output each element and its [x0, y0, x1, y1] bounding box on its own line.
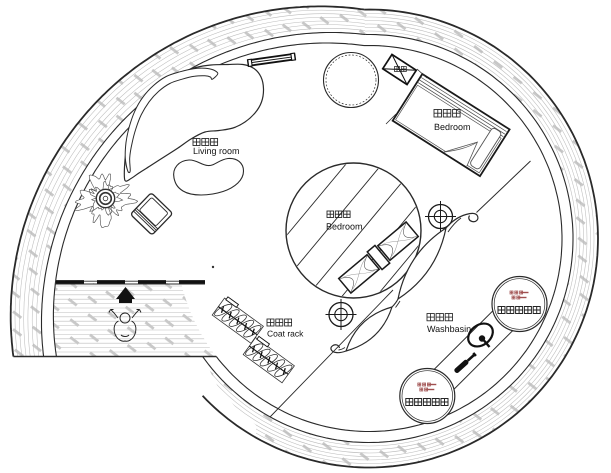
svg-text:Coat rack: Coat rack — [267, 329, 304, 339]
svg-text:Washbasin: Washbasin — [427, 324, 471, 334]
svg-text:Bedroom: Bedroom — [434, 122, 471, 132]
svg-text:Bedroom: Bedroom — [326, 222, 363, 232]
svg-text:Living room: Living room — [193, 146, 240, 156]
